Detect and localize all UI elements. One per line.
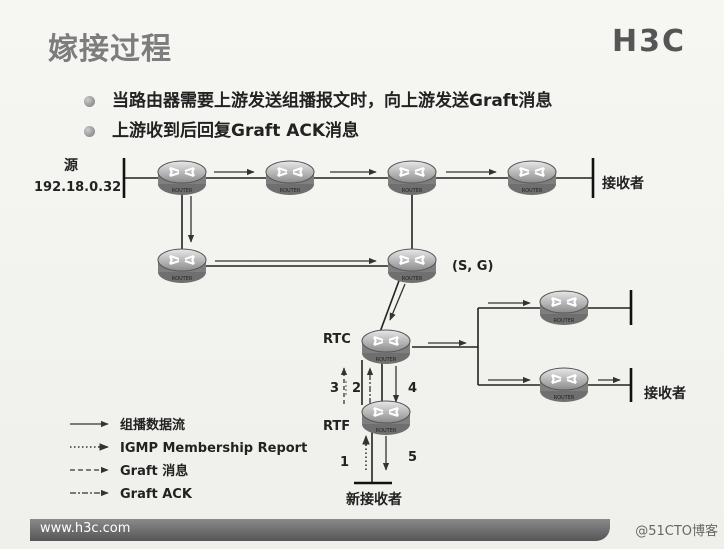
svg-text:ROUTER: ROUTER xyxy=(402,188,423,194)
svg-text:ROUTER: ROUTER xyxy=(522,188,543,194)
receiver-label-2: 接收者 xyxy=(644,385,686,402)
h3c-logo: H3C xyxy=(612,24,686,59)
svg-text:ROUTER: ROUTER xyxy=(376,428,397,434)
svg-text:ROUTER: ROUTER xyxy=(280,188,301,194)
svg-text:ROUTER: ROUTER xyxy=(172,276,193,282)
bullet-item: 上游收到后回复Graft ACK消息 xyxy=(80,116,552,146)
network-links xyxy=(124,177,630,483)
svg-text:ROUTER: ROUTER xyxy=(172,188,193,194)
footer-bar xyxy=(30,519,610,541)
legend: 组播数据流 IGMP Membership Report Graft 消息 Gr… xyxy=(70,417,307,502)
step-5: 5 xyxy=(408,450,417,465)
footer: www.h3c.com xyxy=(30,513,610,543)
slide-title: 嫁接过程 xyxy=(48,32,172,67)
source-ip: 192.18.0.32 xyxy=(34,180,121,195)
sg-label: (S, G) xyxy=(452,259,493,274)
source-label: 源 xyxy=(64,157,78,174)
svg-text:ROUTER: ROUTER xyxy=(402,276,423,282)
step-4: 4 xyxy=(408,381,417,396)
bullet-list: 当路由器需要上游发送组播报文时，向上游发送Graft消息 上游收到后回复Graf… xyxy=(80,86,552,146)
step-3: 3 xyxy=(330,381,339,396)
svg-text:ROUTER: ROUTER xyxy=(376,357,397,363)
step-2: 2 xyxy=(352,381,361,396)
svg-text:ROUTER: ROUTER xyxy=(554,318,575,324)
bullet-item: 当路由器需要上游发送组播报文时，向上游发送Graft消息 xyxy=(80,86,552,116)
title-bar: 嫁接过程 H3C xyxy=(30,14,690,67)
legend-label: 组播数据流 xyxy=(120,417,185,433)
router-icons xyxy=(157,160,589,436)
rtc-label: RTC xyxy=(323,332,351,347)
rtf-label: RTF xyxy=(323,419,350,434)
new-receiver-label: 新接收者 xyxy=(346,491,402,508)
legend-label: IGMP Membership Report xyxy=(120,441,307,456)
segment-bars xyxy=(122,158,633,485)
legend-label: Graft 消息 xyxy=(120,463,188,479)
step-1: 1 xyxy=(340,455,349,470)
footer-url: www.h3c.com xyxy=(40,521,131,536)
step-labels: 1 2 3 4 5 xyxy=(330,381,417,470)
receiver-label: 接收者 xyxy=(602,175,644,192)
svg-text:ROUTER: ROUTER xyxy=(554,395,575,401)
message-arrows xyxy=(340,366,400,471)
router-sublabels: ROUTER ROUTER ROUTER ROUTER ROUTER ROUTE… xyxy=(172,188,575,434)
multicast-flow-arrows xyxy=(187,168,621,384)
legend-label: Graft ACK xyxy=(120,487,193,502)
watermark: @51CTO博客 xyxy=(635,524,718,539)
